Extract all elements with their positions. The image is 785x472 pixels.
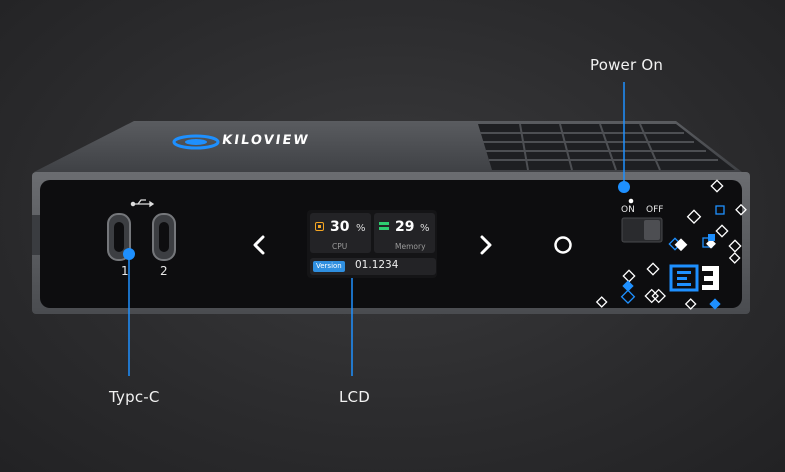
memory-icon — [379, 222, 389, 231]
vent-grille — [478, 124, 735, 170]
usb-c-port-2[interactable] — [152, 213, 176, 261]
usb-c-port-1[interactable] — [107, 213, 131, 261]
chevron-left-icon[interactable] — [253, 235, 265, 255]
circle-button-icon[interactable] — [554, 236, 572, 254]
kiloview-logo — [172, 134, 220, 150]
power-switch[interactable] — [621, 217, 663, 243]
usb-callout-dot — [123, 248, 135, 260]
switch-on-label: ON — [621, 205, 635, 215]
port-1-label: 1 — [121, 264, 129, 278]
cpu-card: 30 % CPU — [310, 213, 371, 253]
decorative-pattern — [595, 179, 747, 310]
memory-label: Memory — [395, 242, 426, 251]
power-callout-dot — [618, 181, 630, 193]
version-value: 01.1234 — [355, 259, 399, 271]
version-tag: Version — [313, 261, 345, 272]
brand-name: KILOVIEW — [220, 133, 311, 148]
usb-icon — [130, 199, 155, 208]
memory-card: 29 % Memory — [374, 213, 435, 253]
cpu-icon — [315, 222, 324, 231]
lcd-label: LCD — [339, 388, 370, 406]
memory-unit: % — [420, 223, 430, 234]
memory-value: 29 — [395, 219, 415, 235]
lcd-screen: 30 % CPU 29 % Memory Version 01.1234 — [307, 210, 437, 278]
cpu-unit: % — [356, 223, 366, 234]
switch-off-label: OFF — [646, 205, 664, 215]
type-c-label: Typc-C — [109, 388, 160, 406]
version-bar: Version 01.1234 — [310, 258, 436, 275]
cpu-value: 30 — [330, 219, 350, 235]
power-on-label: Power On — [590, 56, 664, 74]
port-2-label: 2 — [160, 264, 168, 278]
chevron-right-icon[interactable] — [480, 235, 492, 255]
model-badge-icon — [669, 264, 719, 292]
cpu-label: CPU — [332, 242, 348, 251]
